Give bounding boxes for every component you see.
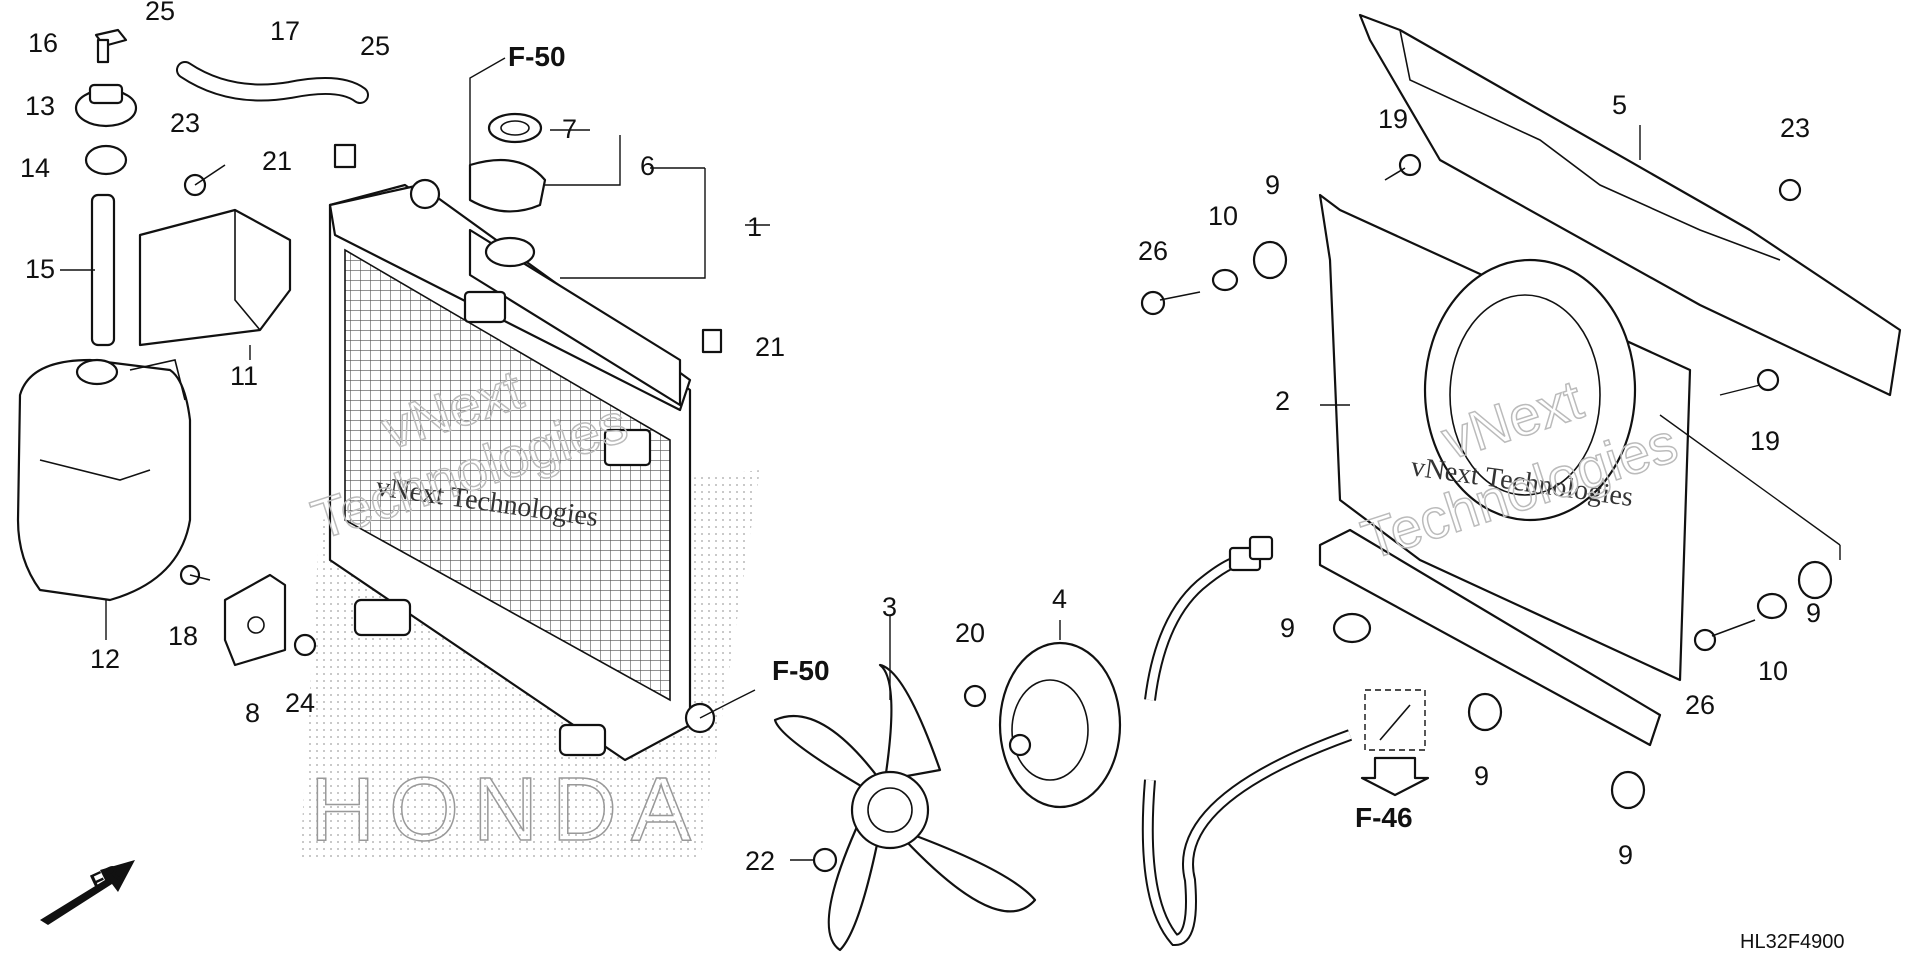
callout-12: 12	[90, 644, 120, 674]
upper-cover	[1358, 13, 1902, 397]
callout-2: 2	[1275, 386, 1290, 416]
tank-cap-parts	[74, 28, 138, 347]
radiator	[328, 178, 716, 762]
callout-4: 4	[1052, 584, 1067, 614]
callout-7: 7	[562, 114, 577, 144]
drain-reference	[1360, 689, 1430, 797]
fan-motor	[998, 535, 1353, 947]
callout-5: 5	[1612, 90, 1627, 120]
callout-10b: 10	[1758, 656, 1788, 686]
reference-upper: F-50	[508, 41, 566, 72]
callout-14: 14	[20, 153, 50, 183]
callout-18: 18	[168, 621, 198, 651]
reference-lower: F-50	[772, 655, 830, 686]
lower-bracket	[223, 573, 287, 667]
callout-16: 16	[28, 28, 58, 58]
callout-19b: 19	[1750, 426, 1780, 456]
front-direction-arrow	[40, 860, 135, 925]
callout-9d: 9	[1618, 840, 1633, 870]
callout-10a: 10	[1208, 201, 1238, 231]
callout-23b: 23	[1780, 113, 1810, 143]
diagram-code: HL32F4900	[1740, 931, 1845, 953]
callout-25b: 25	[360, 31, 390, 61]
leader-lines	[60, 57, 1841, 861]
cooling-fan	[773, 663, 1037, 952]
callout-1: 1	[747, 212, 762, 242]
callout-26b: 26	[1685, 690, 1715, 720]
fasteners	[179, 143, 1833, 873]
callout-21a: 21	[262, 146, 292, 176]
callout-20: 20	[955, 618, 985, 648]
callout-numbers: 1 2 3 4 5 6 7 8 9 9 9 9 9 10 10 11 12 13…	[20, 0, 1821, 876]
callout-3: 3	[882, 592, 897, 622]
callout-21b: 21	[755, 332, 785, 362]
callout-19a: 19	[1378, 104, 1408, 134]
breather-hose	[176, 61, 369, 104]
radiator-cap	[468, 112, 547, 268]
fan-shroud	[1318, 193, 1692, 747]
callout-25a: 25	[145, 0, 175, 26]
callout-23a: 23	[170, 108, 200, 138]
tank-bracket	[138, 208, 292, 347]
callout-6: 6	[640, 151, 655, 181]
callout-17: 17	[270, 16, 300, 46]
reference-drain: F-46	[1355, 802, 1413, 833]
callout-22: 22	[745, 846, 775, 876]
callout-26a: 26	[1138, 236, 1168, 266]
honda-watermark: HONDA	[310, 760, 705, 860]
callout-9c: 9	[1474, 761, 1489, 791]
callout-13: 13	[25, 91, 55, 121]
callout-24: 24	[285, 688, 315, 718]
callout-15: 15	[25, 254, 55, 284]
callout-9e: 9	[1806, 598, 1821, 628]
callout-11: 11	[230, 361, 258, 391]
reserve-tank	[16, 358, 192, 602]
callout-9b: 9	[1280, 613, 1295, 643]
callout-8: 8	[245, 698, 260, 728]
callout-9a: 9	[1265, 170, 1280, 200]
